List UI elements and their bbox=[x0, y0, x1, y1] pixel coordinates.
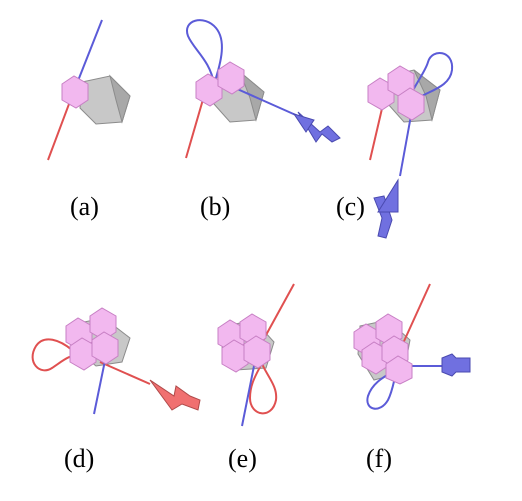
panel-a-gray-block-face bbox=[109, 74, 131, 124]
panel-a-diagram bbox=[47, 19, 131, 161]
panel-b-diagram bbox=[185, 19, 341, 159]
panel-d-red-strand bbox=[99, 361, 151, 385]
panel-b-blue-loop bbox=[186, 19, 223, 85]
panel-f-red-strand bbox=[399, 283, 431, 351]
panel-f-blue-loop bbox=[366, 367, 399, 410]
panel-d: (d) bbox=[0, 250, 201, 500]
panel-f-pink-tile-5 bbox=[385, 355, 413, 385]
panel-f-label: (f) bbox=[366, 444, 392, 473]
panel-e-red-loop bbox=[248, 353, 278, 415]
panel-d-label: (d) bbox=[64, 444, 95, 473]
panel-c-blue-arrow bbox=[373, 178, 399, 239]
panel-e-pink-tile-4 bbox=[243, 335, 271, 369]
panel-b-red-strand bbox=[185, 95, 205, 159]
panel-d-pink-tile-2 bbox=[89, 307, 117, 341]
panel-d-red-arrow bbox=[149, 379, 201, 411]
panel-f-blue-arrow bbox=[441, 353, 471, 377]
panel-c-blue-loop bbox=[409, 52, 454, 99]
panel-a-pink-tile bbox=[61, 75, 89, 109]
panel-b-pink-tile-2 bbox=[217, 61, 245, 95]
panel-b-pink-tile-1 bbox=[195, 73, 223, 107]
panel-e-diagram bbox=[217, 283, 295, 427]
panel-d-pink-tile-3 bbox=[69, 337, 97, 371]
panel-a: (a) bbox=[0, 0, 174, 250]
panel-b-label: (b) bbox=[200, 192, 231, 221]
panel-e-pink-tile-3 bbox=[221, 339, 249, 373]
panel-c-pink-tile-3 bbox=[397, 87, 425, 121]
panel-f-diagram bbox=[353, 283, 471, 410]
panel-d-diagram bbox=[31, 307, 201, 415]
panel-b: (b) bbox=[174, 0, 348, 250]
panel-e: (e) bbox=[174, 250, 348, 500]
panel-d-pink-tile-4 bbox=[91, 331, 119, 365]
panel-e-label: (e) bbox=[228, 444, 257, 473]
panel-c-label: (c) bbox=[336, 192, 365, 221]
panel-a-red-strand bbox=[47, 95, 73, 161]
panel-f: (f) bbox=[348, 250, 522, 500]
panel-c: (c) bbox=[336, 0, 522, 250]
panel-b-blue-arrow bbox=[292, 111, 341, 143]
panel-c-diagram bbox=[367, 52, 454, 239]
panel-c-gray-block-face bbox=[413, 69, 441, 122]
panel-a-label: (a) bbox=[70, 192, 99, 221]
panel-d-red-loop bbox=[31, 338, 81, 372]
panel-c-blue-strand bbox=[399, 109, 413, 177]
panel-e-blue-strand bbox=[241, 355, 257, 427]
